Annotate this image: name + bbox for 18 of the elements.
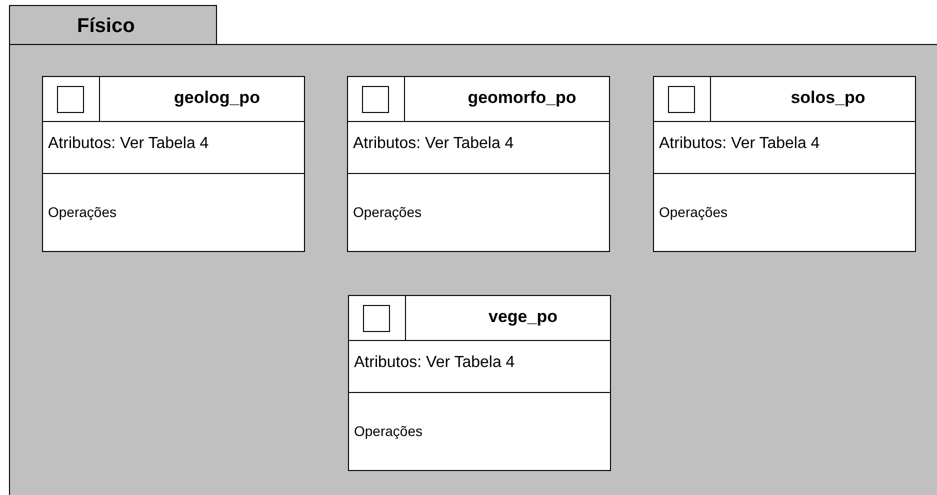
class-box bbox=[348, 295, 611, 471]
operations-text: Operações bbox=[659, 204, 728, 220]
attributes-text: Atributos: Ver Tabela 4 bbox=[48, 135, 209, 153]
class-box bbox=[653, 76, 916, 252]
operations-text: Operações bbox=[353, 204, 422, 220]
operations-text: Operações bbox=[354, 423, 422, 439]
class-box bbox=[347, 76, 610, 252]
attributes-text: Atributos: Ver Tabela 4 bbox=[659, 135, 820, 153]
class-name: solos_po bbox=[790, 88, 866, 108]
class-name: geolog_po bbox=[173, 88, 261, 108]
package-name: Físico bbox=[77, 15, 135, 38]
attributes-text: Atributos: Ver Tabela 4 bbox=[353, 135, 514, 153]
class-name: geomorfo_po bbox=[466, 88, 578, 108]
class-box bbox=[42, 76, 305, 252]
operations-text: Operações bbox=[48, 204, 116, 220]
attributes-text: Atributos: Ver Tabela 4 bbox=[354, 354, 515, 372]
class-name: vege_po bbox=[488, 307, 558, 327]
package-body bbox=[9, 44, 937, 495]
